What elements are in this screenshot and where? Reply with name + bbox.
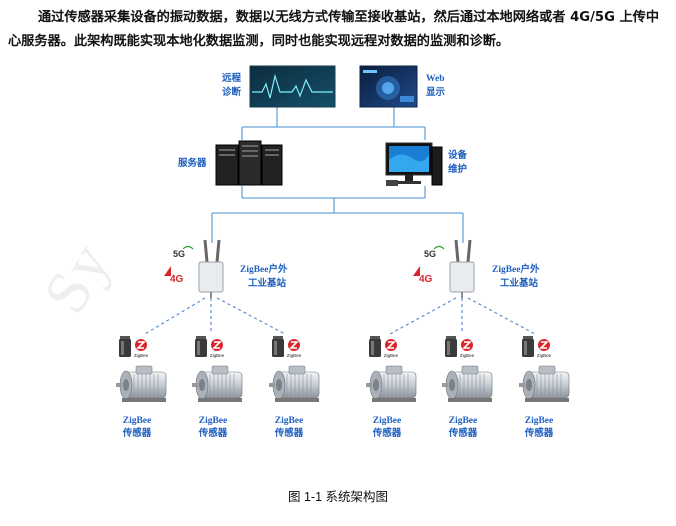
sensor-motor-6 [518, 335, 570, 403]
badge-5g-left: 5G [173, 245, 194, 259]
base-station-right [449, 239, 475, 298]
label-remote-diag-2: 诊断 [222, 86, 242, 98]
label-remote-diag-1: 远程 [222, 72, 242, 84]
label-maintenance-2: 维护 [448, 163, 467, 175]
sensor-label-3b: 传感器 [274, 427, 304, 439]
sensor-label-2a: ZigBee [199, 416, 228, 426]
badge-4g-left: 4G [164, 266, 184, 285]
label-station-left-2: 工业基站 [248, 277, 287, 289]
sensor-label-5a: ZigBee [449, 416, 478, 426]
figure-caption: 图 1-1 系统架构图 [287, 490, 388, 504]
label-station-left-1: ZigBee户外 [240, 263, 288, 275]
label-station-right-2: 工业基站 [500, 277, 539, 289]
label-web-1: Web [426, 74, 444, 84]
sensor-motor-4 [365, 335, 417, 403]
label-maintenance-1: 设备 [448, 149, 468, 161]
base-station-left [198, 239, 224, 298]
svg-text:5G: 5G [424, 249, 436, 259]
sensor-label-4b: 传感器 [372, 427, 402, 439]
label-station-right-1: ZigBee户外 [492, 263, 540, 275]
svg-text:5G: 5G [173, 249, 185, 259]
sensor-motor-3 [268, 335, 320, 403]
remote-diagnosis-screen [249, 65, 336, 108]
svg-text:4G: 4G [170, 274, 184, 285]
sensor-label-1a: ZigBee [123, 416, 152, 426]
badge-5g-right: 5G [424, 245, 445, 259]
server-icon [215, 140, 283, 186]
svg-text:4G: 4G [419, 274, 433, 285]
sensor-label-4a: ZigBee [373, 416, 402, 426]
sensor-label-2b: 传感器 [198, 427, 228, 439]
sensor-label-5b: 传感器 [448, 427, 478, 439]
sensor-motor-5 [441, 335, 493, 403]
sensor-label-3a: ZigBee [275, 416, 304, 426]
sensor-label-6a: ZigBee [525, 416, 554, 426]
sensor-label-6b: 传感器 [524, 427, 554, 439]
badge-4g-right: 4G [413, 266, 433, 285]
sensor-motor-2 [191, 335, 243, 403]
web-display-screen [359, 65, 418, 108]
sensor-motor-1 [115, 335, 167, 403]
label-web-2: 显示 [426, 87, 446, 98]
sensor-label-1b: 传感器 [122, 427, 152, 439]
maintenance-workstation-icon [385, 142, 443, 186]
label-server: 服务器 [178, 157, 207, 169]
intro-paragraph: 通过传感器采集设备的振动数据，数据以无线方式传输至接收基站，然后通过本地网络或者… [8, 10, 660, 49]
